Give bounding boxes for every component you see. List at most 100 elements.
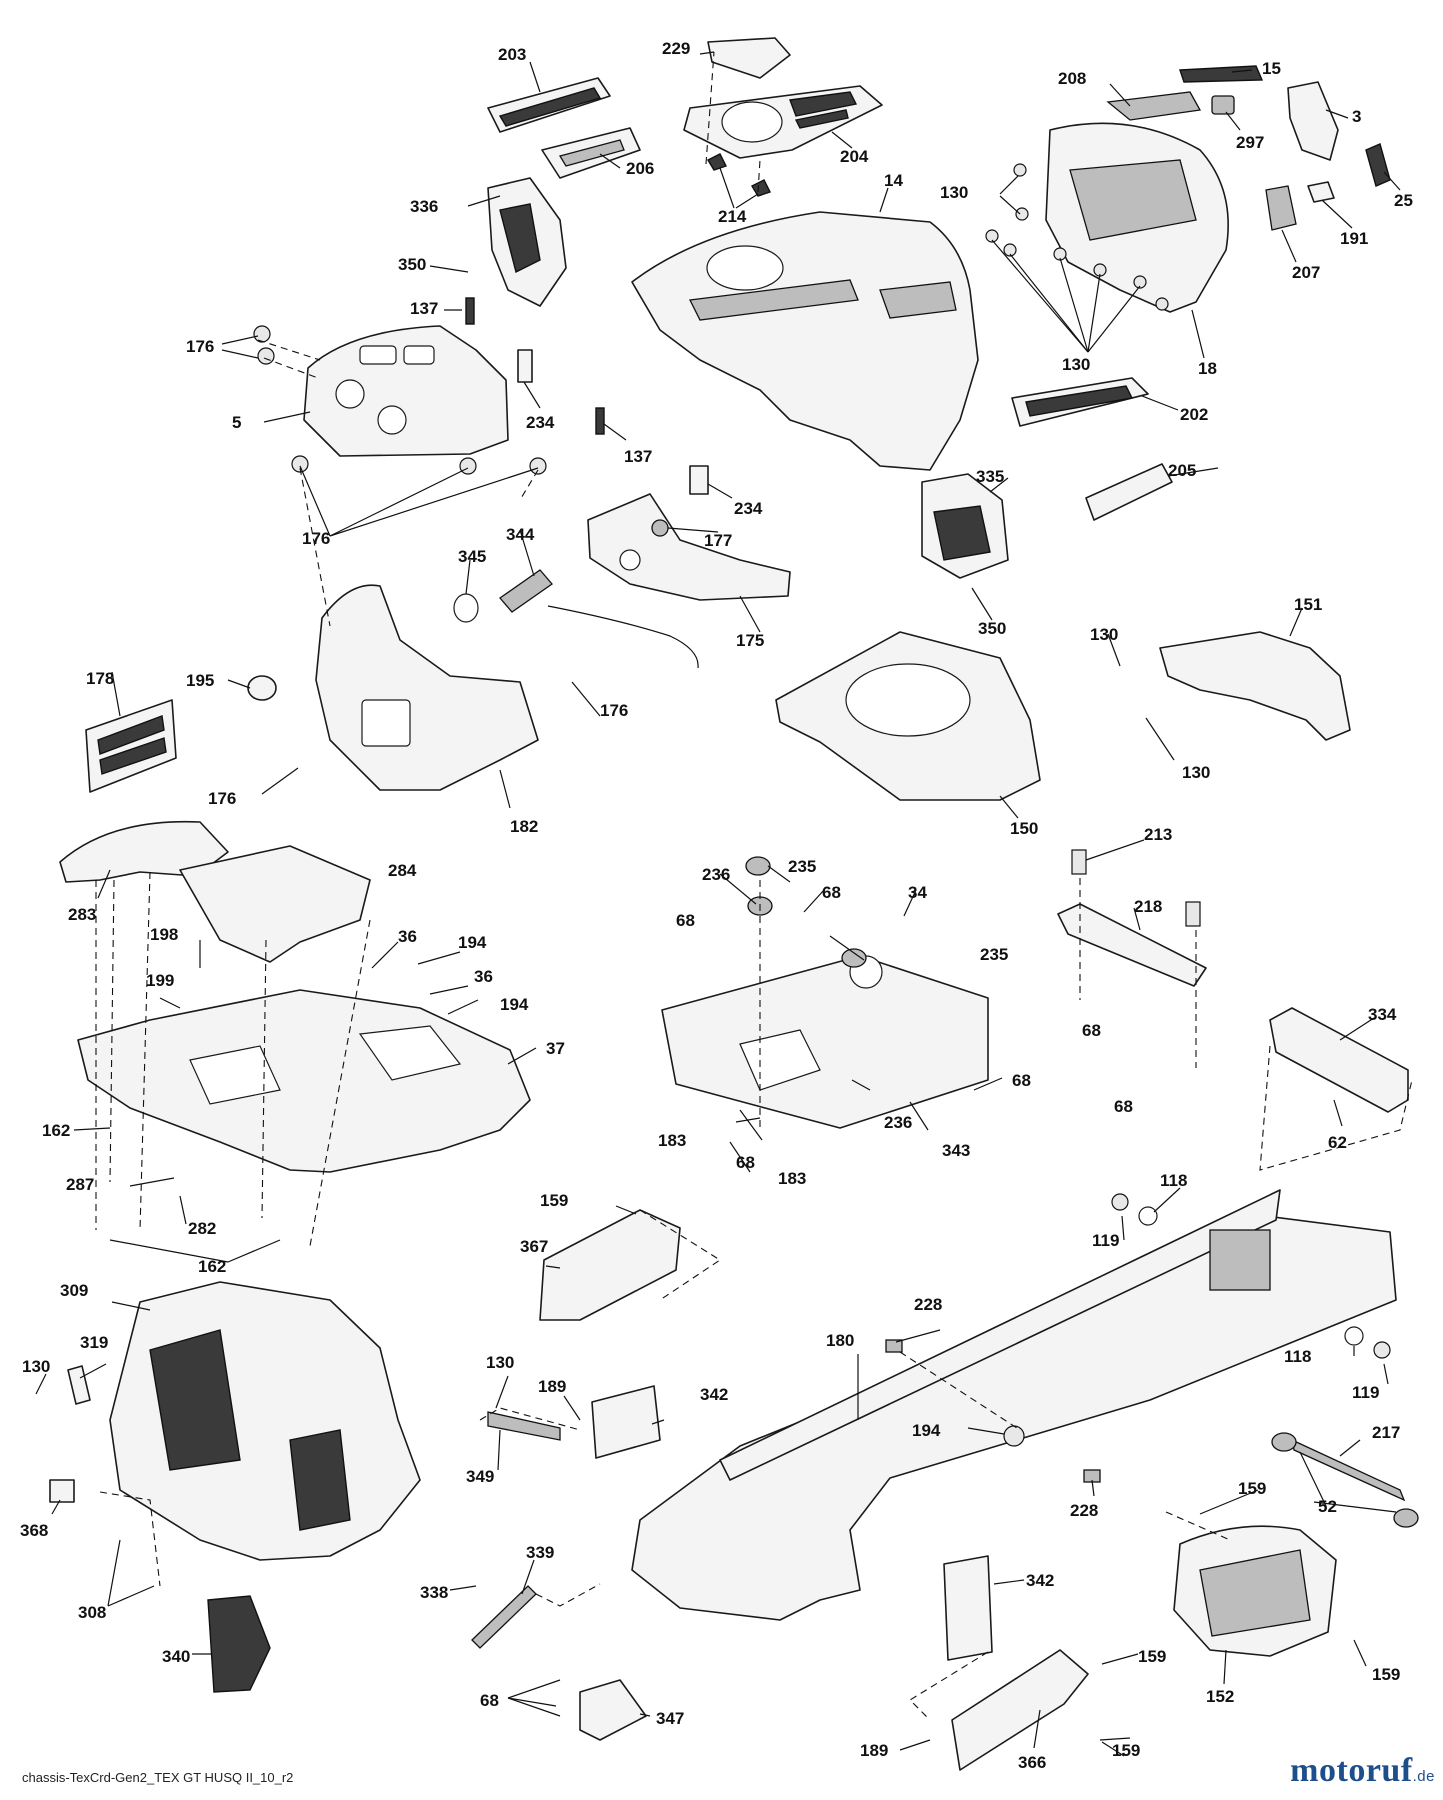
callout-182: 182 xyxy=(510,817,538,836)
callout-130-d: 130 xyxy=(1182,763,1210,782)
part-234a xyxy=(517,349,533,383)
callout-229: 229 xyxy=(662,39,690,58)
callout-202: 202 xyxy=(1180,405,1208,424)
callout-336: 336 xyxy=(410,197,438,216)
callout-68-c: 68 xyxy=(1082,1021,1101,1040)
brand-tld: .de xyxy=(1412,1768,1435,1785)
part-119 xyxy=(1111,1193,1391,1359)
part-178 xyxy=(85,699,177,793)
part-52 xyxy=(1271,1432,1419,1528)
callout-119-b: 119 xyxy=(1352,1383,1379,1402)
part-14 xyxy=(631,211,979,471)
callout-36-b: 36 xyxy=(474,967,493,986)
part-137b xyxy=(595,407,605,435)
part-214 xyxy=(707,153,771,197)
callout-118-b: 118 xyxy=(1284,1347,1311,1366)
brand-logo[interactable]: motoruf.de xyxy=(1290,1752,1435,1790)
part-175 xyxy=(587,493,791,601)
callout-284: 284 xyxy=(388,861,417,880)
part-344 xyxy=(499,569,699,669)
callout-204: 204 xyxy=(840,147,869,166)
callout-350-a: 350 xyxy=(398,255,426,274)
callout-350-b: 350 xyxy=(978,619,1006,638)
callout-130-c: 130 xyxy=(1090,625,1118,644)
part-152 xyxy=(1173,1525,1337,1657)
part-34 xyxy=(661,955,989,1129)
callout-34: 34 xyxy=(908,883,927,902)
part-207 xyxy=(1265,185,1297,231)
part-213 xyxy=(1071,849,1201,927)
callout-119-a: 119 xyxy=(1092,1231,1119,1250)
part-118 xyxy=(1138,1206,1364,1346)
callout-151: 151 xyxy=(1294,595,1322,614)
part-368 xyxy=(49,1479,75,1503)
part-367 xyxy=(539,1209,681,1321)
callout-180: 180 xyxy=(826,1331,854,1350)
part-319 xyxy=(67,1365,91,1405)
callout-198: 198 xyxy=(150,925,178,944)
callout-162-a: 162 xyxy=(42,1121,70,1140)
callout-159-e: 159 xyxy=(1112,1741,1140,1760)
callout-130-a: 130 xyxy=(940,183,968,202)
callout-339: 339 xyxy=(526,1543,554,1562)
part-182 xyxy=(315,584,539,791)
part-366 xyxy=(951,1649,1089,1771)
callout-130-b: 130 xyxy=(1062,355,1090,374)
part-336 xyxy=(487,177,567,307)
part-297 xyxy=(1211,95,1235,115)
callout-208: 208 xyxy=(1058,69,1086,88)
part-349 xyxy=(487,1411,561,1441)
callout-68-d: 68 xyxy=(1012,1071,1031,1090)
callout-194-a: 194 xyxy=(458,933,487,952)
callout-68-e: 68 xyxy=(1114,1097,1133,1116)
callout-68-f: 68 xyxy=(736,1153,755,1172)
callout-308: 308 xyxy=(78,1603,106,1622)
callout-338: 338 xyxy=(420,1583,448,1602)
callout-283: 283 xyxy=(68,905,96,924)
part-3 xyxy=(1287,81,1339,161)
callout-130-f: 130 xyxy=(486,1353,514,1372)
callout-159-b: 159 xyxy=(1238,1479,1266,1498)
callout-177: 177 xyxy=(704,531,732,550)
part-218 xyxy=(1057,903,1207,987)
callout-334: 334 xyxy=(1368,1005,1397,1024)
callout-15: 15 xyxy=(1262,59,1281,78)
callout-14: 14 xyxy=(884,171,903,190)
callout-319: 319 xyxy=(80,1333,108,1352)
brand-name: motoruf xyxy=(1290,1752,1413,1789)
callout-150: 150 xyxy=(1010,819,1038,838)
part-5 xyxy=(303,325,509,457)
callout-217: 217 xyxy=(1372,1423,1400,1442)
part-309 xyxy=(109,1281,421,1561)
callout-349: 349 xyxy=(466,1467,494,1486)
callout-130-e: 130 xyxy=(22,1357,50,1376)
callout-194-c: 194 xyxy=(912,1421,941,1440)
part-347 xyxy=(579,1679,647,1741)
callout-235-b: 235 xyxy=(980,945,1008,964)
part-342b xyxy=(943,1555,993,1661)
callout-52: 52 xyxy=(1318,1497,1337,1516)
callout-18: 18 xyxy=(1198,359,1217,378)
callout-228-b: 228 xyxy=(1070,1501,1098,1520)
part-229 xyxy=(707,37,791,79)
callout-309: 309 xyxy=(60,1281,88,1300)
part-180 xyxy=(631,1189,1397,1621)
part-15 xyxy=(1179,65,1264,83)
drawing-code: chassis-TexCrd-Gen2_TEX GT HUSQ II_10_r2 xyxy=(22,1770,294,1785)
part-204 xyxy=(683,85,883,159)
callout-367: 367 xyxy=(520,1237,548,1256)
callout-234-a: 234 xyxy=(526,413,555,432)
callout-183-b: 183 xyxy=(778,1169,806,1188)
callout-159-d: 159 xyxy=(1372,1665,1400,1684)
callout-214: 214 xyxy=(718,207,747,226)
part-234b xyxy=(689,465,709,495)
callout-194-b: 194 xyxy=(500,995,529,1014)
callout-36-a: 36 xyxy=(398,927,417,946)
callout-335: 335 xyxy=(976,467,1004,486)
callout-25: 25 xyxy=(1394,191,1413,210)
callout-297: 297 xyxy=(1236,133,1264,152)
callout-199: 199 xyxy=(146,971,174,990)
callout-68-b: 68 xyxy=(676,911,695,930)
callout-342-b: 342 xyxy=(1026,1571,1054,1590)
callout-206: 206 xyxy=(626,159,654,178)
